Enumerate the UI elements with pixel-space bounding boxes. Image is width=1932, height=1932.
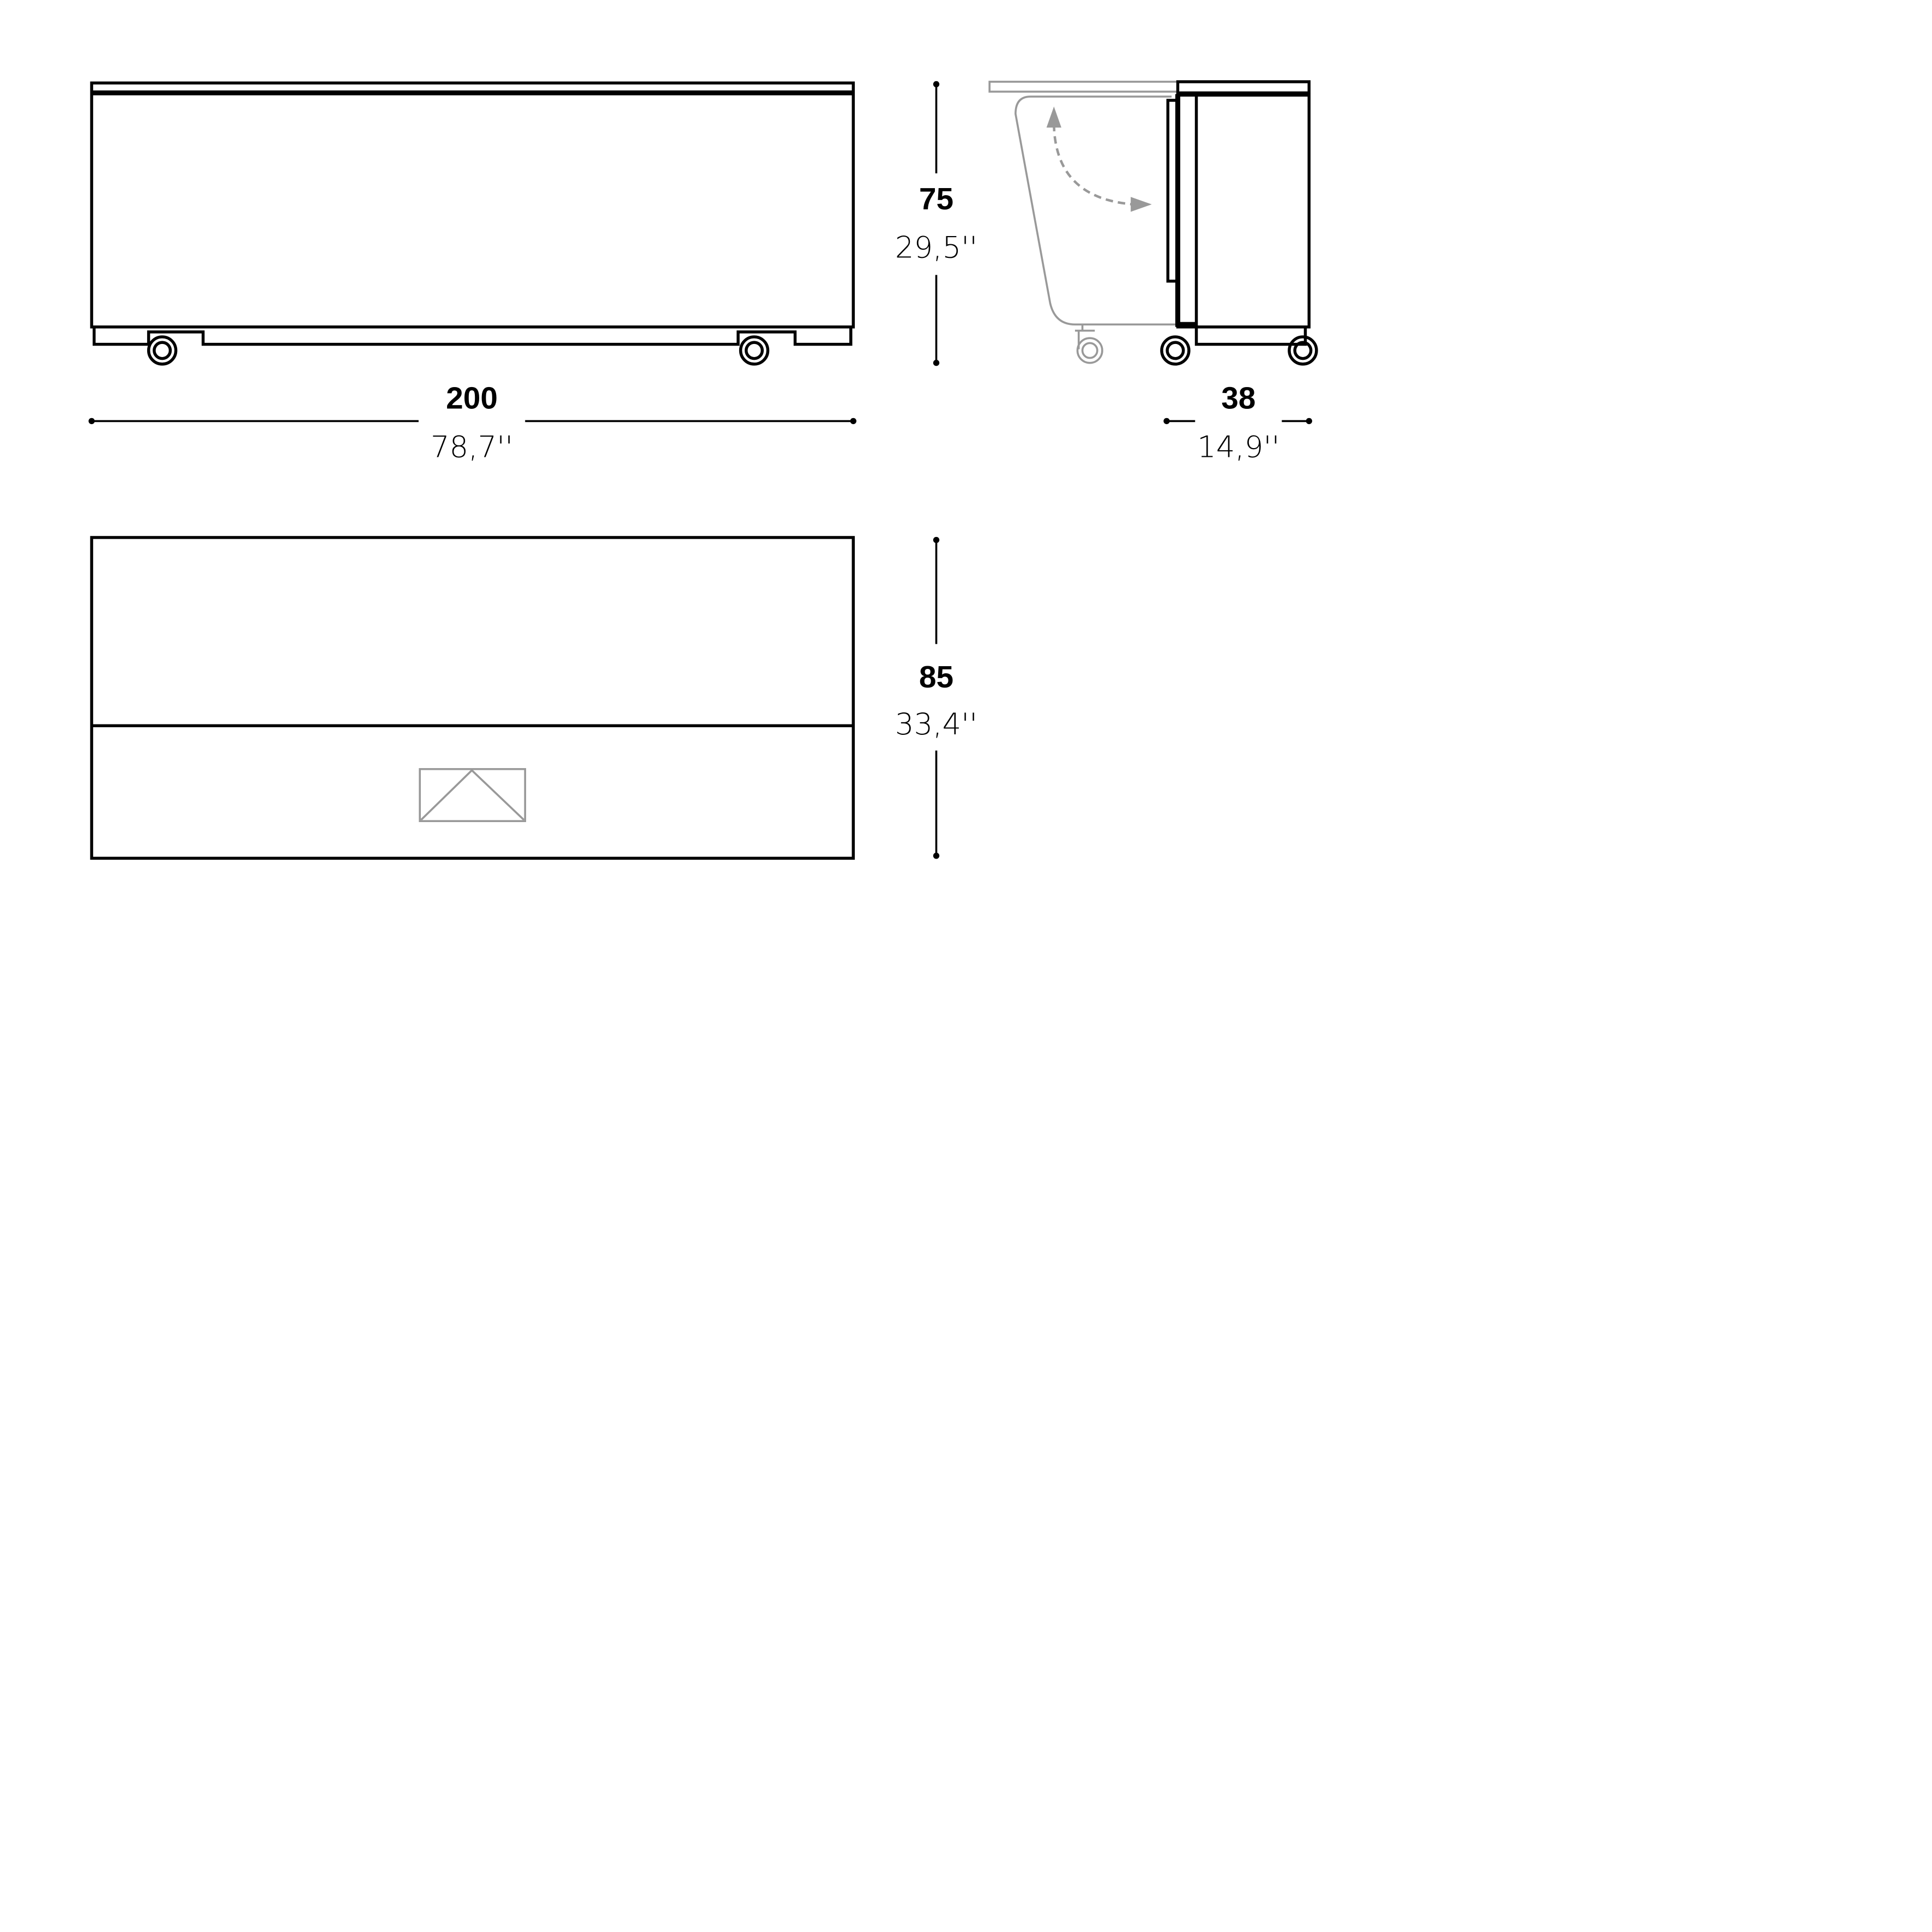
side-top: [1176, 80, 1311, 95]
ghost-folding-leg: [1015, 95, 1178, 326]
height-inch: 29,5'': [895, 230, 977, 265]
caster-left: [147, 335, 178, 366]
width-dimension: 200 78,7'': [88, 382, 856, 464]
height-cm: 75: [919, 182, 953, 216]
ghost-table-top: [988, 81, 1179, 93]
plan-outline: [90, 536, 855, 860]
height-dimension: 75 29,5'': [895, 81, 977, 366]
width-cm: 200: [446, 382, 498, 416]
front-cabinet-body: [90, 81, 855, 329]
side-caster-right: [1288, 335, 1318, 366]
side-body: [1176, 92, 1311, 329]
ghost-caster: [1076, 337, 1103, 364]
side-caster-left: [1160, 335, 1191, 366]
width-inch: 78,7'': [431, 429, 513, 464]
open-depth-inch: 33,4'': [895, 707, 977, 741]
plinth: [92, 327, 853, 346]
depth-inch: 14,9'': [1197, 429, 1279, 464]
front-view: [90, 81, 855, 366]
depth-dimension: 38 14,9'': [1163, 382, 1312, 464]
fold-arrow-path: [1053, 124, 1133, 206]
open-depth-cm: 85: [919, 660, 953, 695]
arrow-up-icon: [1046, 106, 1061, 128]
caster-right: [739, 335, 770, 366]
arrow-right-icon: [1131, 197, 1152, 212]
plan-view: [90, 536, 855, 860]
open-depth-dimension: 85 33,4'': [895, 536, 977, 859]
handle-cutout: [419, 768, 527, 823]
side-view: [988, 80, 1318, 366]
depth-cm: 38: [1221, 382, 1255, 416]
